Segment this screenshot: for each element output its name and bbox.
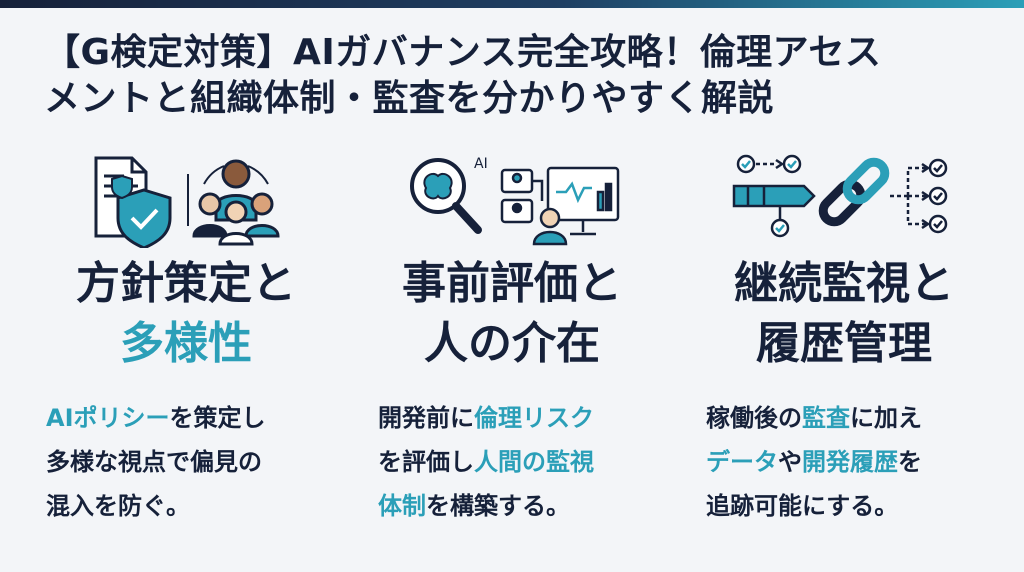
highlight-system: 体制 bbox=[378, 492, 426, 520]
top-accent-bar bbox=[0, 0, 1024, 8]
desc-text: を構築する。 bbox=[426, 492, 570, 520]
desc-text: 開発前に bbox=[378, 404, 474, 432]
desc-text: を策定し bbox=[169, 404, 266, 432]
highlight-ai-policy: AIポリシー bbox=[46, 404, 170, 432]
section-1-description: AIポリシーを策定し 多様な視点で偏見の 混入を防ぐ。 bbox=[46, 396, 336, 528]
section-1-heading-line-1: 方針策定と bbox=[76, 258, 296, 309]
chain-link-icon bbox=[818, 157, 890, 227]
desc-text: や bbox=[778, 448, 802, 476]
branching-checks-icon bbox=[890, 158, 948, 234]
highlight-dev-history: 開発履歴 bbox=[802, 448, 898, 476]
section-2-heading-line-1: 事前評価と bbox=[402, 258, 622, 309]
section-assessment-human: AI 事前評価と 人の介在 開発前に倫理リスク を評価し人 bbox=[352, 148, 672, 548]
section-3-heading-line-2: 履歴管理 bbox=[756, 318, 932, 369]
highlight-audit: 監査 bbox=[802, 404, 850, 432]
section-2-heading: 事前評価と 人の介在 bbox=[352, 254, 672, 374]
section-3-icons bbox=[684, 148, 1004, 248]
highlight-data: データ bbox=[706, 448, 778, 476]
section-1-heading: 方針策定と 多様性 bbox=[26, 254, 346, 374]
desc-text: 追跡可能にする。 bbox=[706, 492, 899, 520]
section-2-icons: AI bbox=[352, 148, 672, 248]
diverse-team-icon bbox=[192, 159, 280, 246]
section-1-heading-line-2: 多様性 bbox=[120, 318, 252, 369]
section-3-description: 稼働後の監査に加え データや開発履歴を 追跡可能にする。 bbox=[706, 396, 996, 528]
desc-text: を bbox=[898, 448, 922, 476]
desc-text: 多様な視点で偏見の bbox=[46, 448, 262, 476]
section-3-heading-line-1: 継続監視と bbox=[734, 258, 954, 309]
human-monitor-dashboard-icon bbox=[500, 166, 620, 246]
shield-check-icon bbox=[111, 174, 172, 250]
ai-magnifier-brain-icon: AI bbox=[410, 156, 488, 234]
highlight-ethics-risk: 倫理リスク bbox=[474, 404, 594, 432]
title-line-2: メントと組織体制・監査を分かりやすく解説 bbox=[44, 78, 775, 119]
ai-label: AI bbox=[474, 156, 488, 172]
section-3-heading: 継続監視と 履歴管理 bbox=[684, 254, 1004, 374]
section-2-description: 開発前に倫理リスク を評価し人間の監視 体制を構築する。 bbox=[378, 396, 668, 528]
title-line-1: 【G検定対策】AIガバナンス完全攻略！倫理アセス bbox=[44, 32, 882, 73]
section-2-heading-line-2: 人の介在 bbox=[424, 318, 600, 369]
desc-text: 混入を防ぐ。 bbox=[46, 492, 190, 520]
desc-text: に加え bbox=[850, 404, 922, 432]
section-policy-diversity: 方針策定と 多様性 AIポリシーを策定し 多様な視点で偏見の 混入を防ぐ。 bbox=[26, 148, 346, 548]
desc-text: を評価し bbox=[378, 448, 474, 476]
process-flow-icon bbox=[732, 154, 816, 238]
section-monitoring-history: 継続監視と 履歴管理 稼働後の監査に加え データや開発履歴を 追跡可能にする。 bbox=[684, 148, 1004, 548]
section-1-icons bbox=[26, 148, 346, 250]
page-title: 【G検定対策】AIガバナンス完全攻略！倫理アセス メントと組織体制・監査を分かり… bbox=[44, 30, 1004, 122]
desc-text: 稼働後の bbox=[706, 404, 802, 432]
highlight-human-oversight: 人間の監視 bbox=[474, 448, 594, 476]
